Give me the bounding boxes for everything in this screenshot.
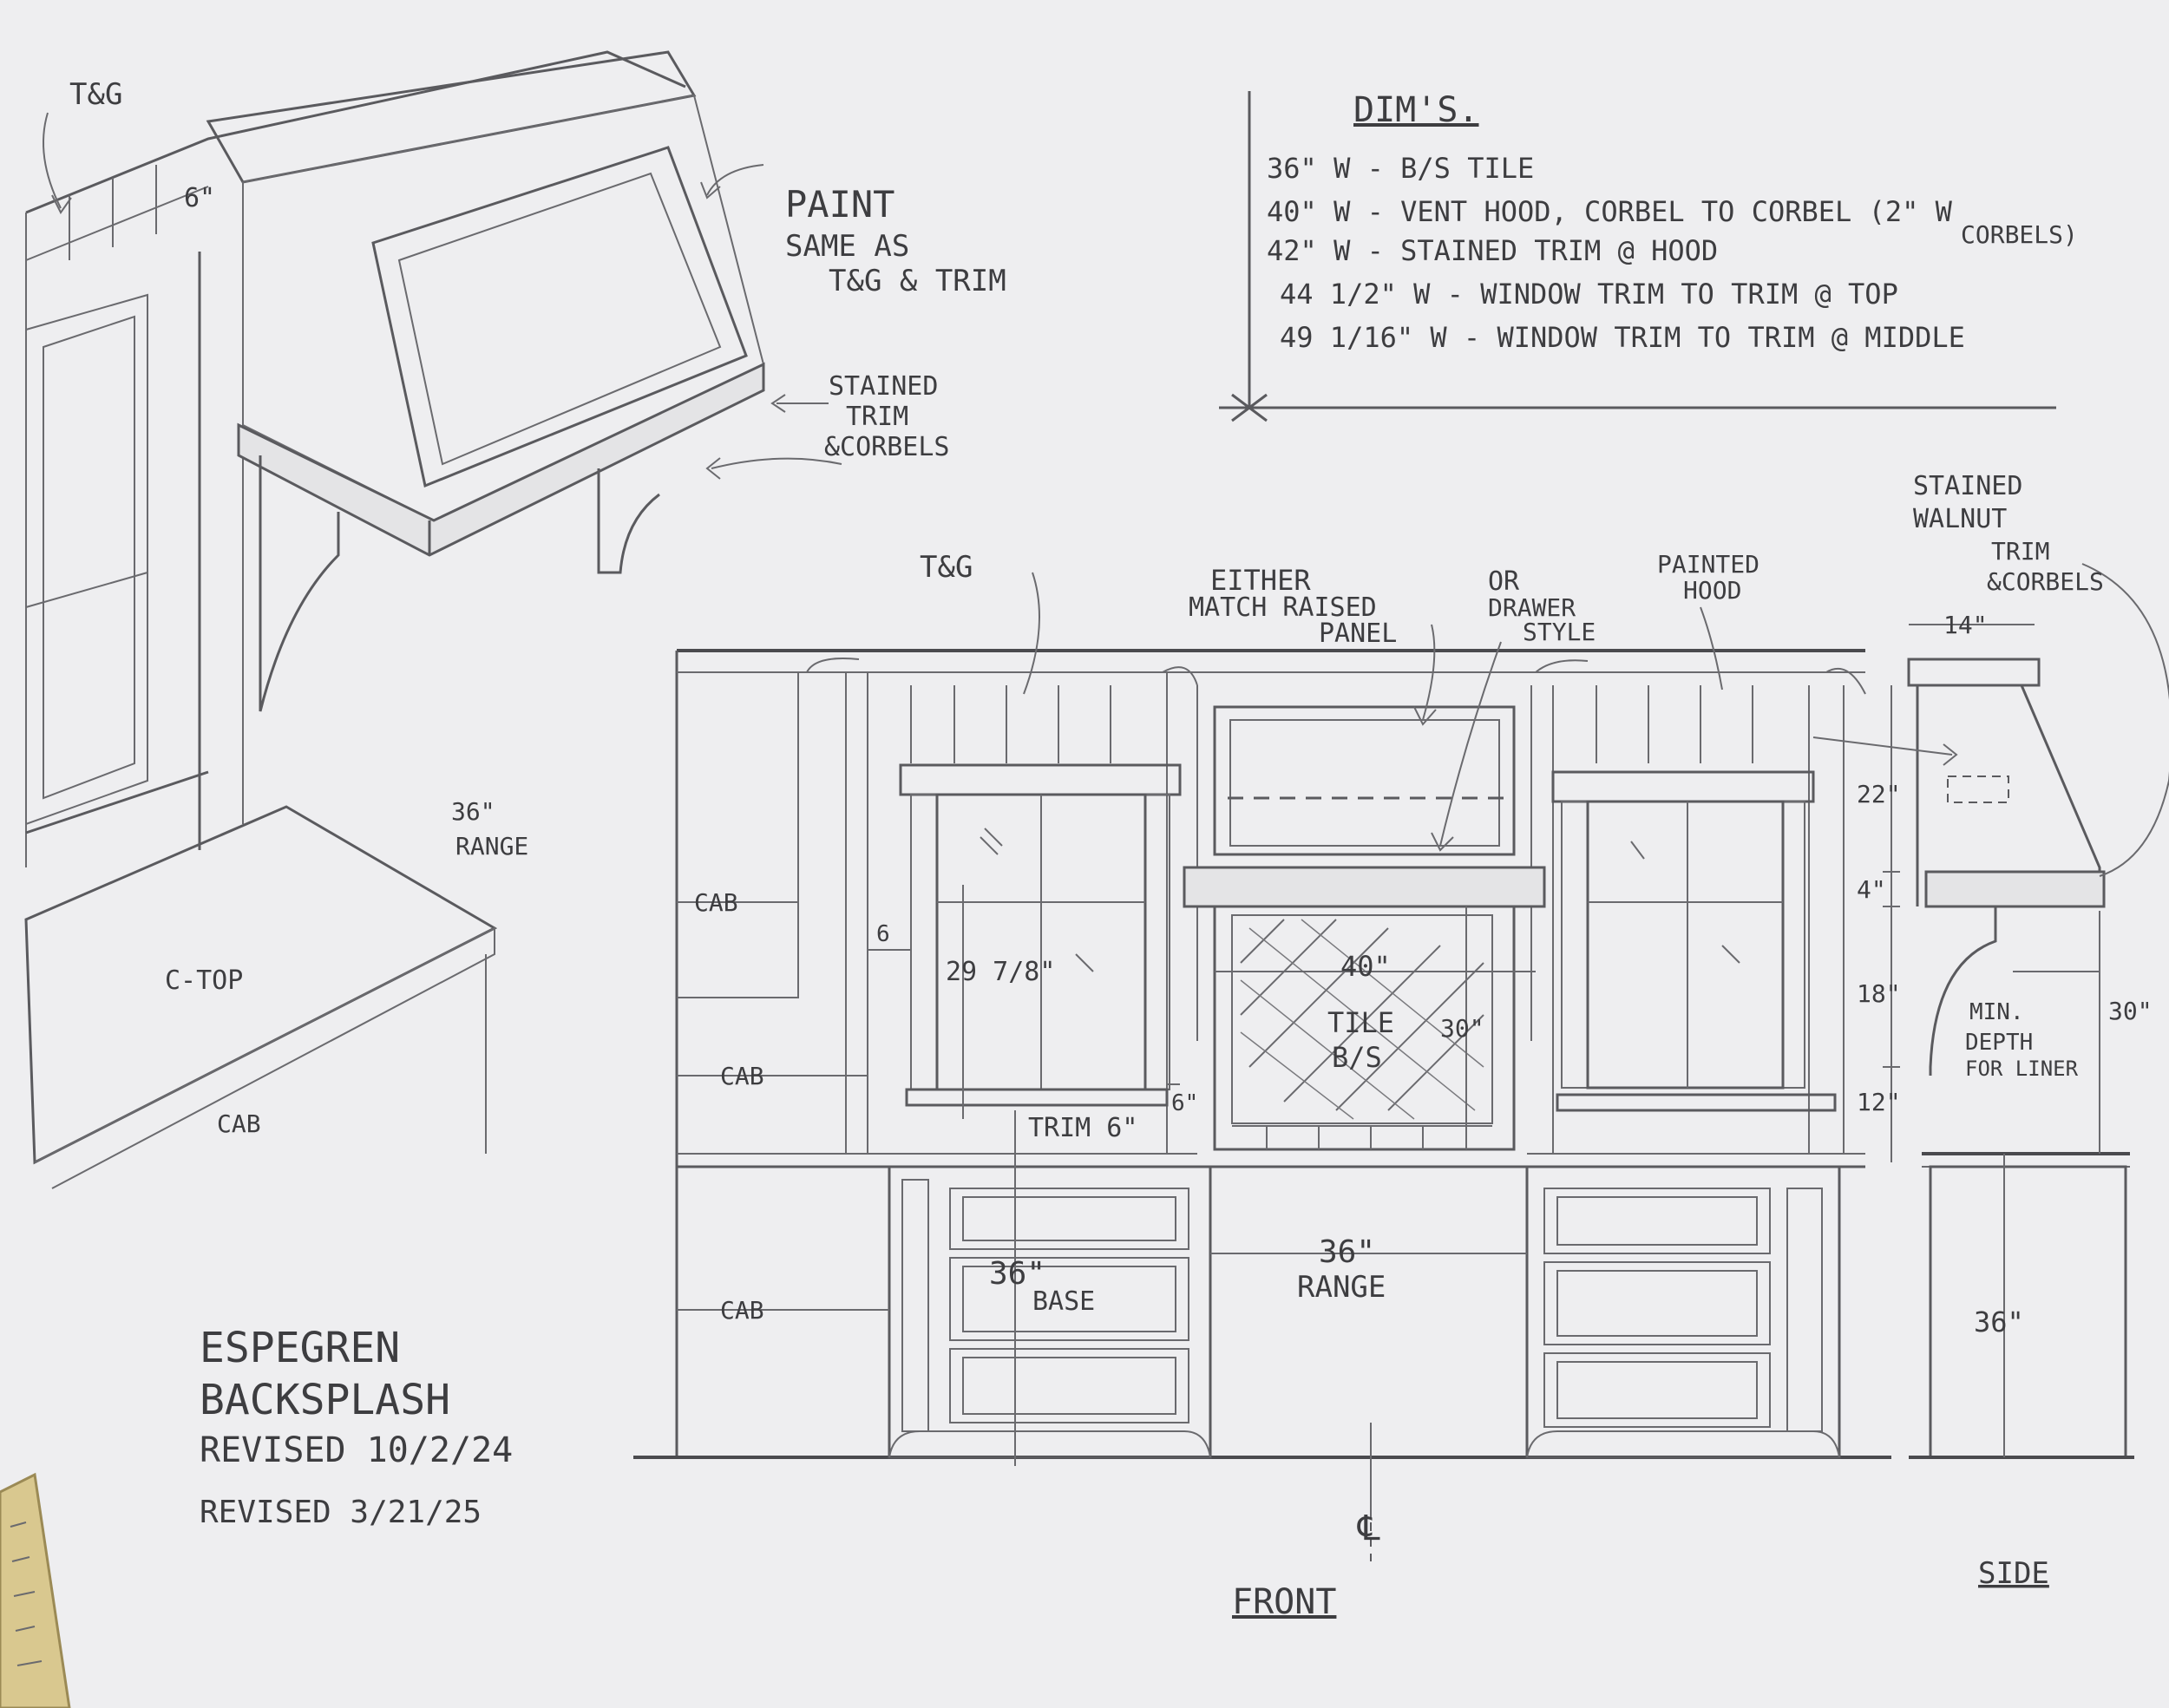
dims-line-4: 42" W - STAINED TRIM @ HOOD xyxy=(1267,234,1718,267)
title-block: ESPEGREN BACKSPLASH REVISED 10/2/24 REVI… xyxy=(200,1324,513,1530)
perspective-paint-line2: SAME AS xyxy=(785,229,909,264)
front-window-height: 29 7/8" xyxy=(946,957,1055,987)
side-stained-line1: STAINED xyxy=(1913,471,2022,501)
dims-line-3: CORBELS) xyxy=(1961,220,2078,249)
front-either-line1: EITHER xyxy=(1210,564,1311,597)
perspective-ctop-label: C-TOP xyxy=(165,965,243,996)
front-range-line2: RANGE xyxy=(1297,1270,1386,1305)
perspective-tg-label: T&G xyxy=(69,77,122,112)
title-line-3: REVISED 10/2/24 xyxy=(200,1430,513,1470)
front-base-line1: 36" xyxy=(989,1256,1045,1292)
front-or-line2: DRAWER xyxy=(1488,593,1576,622)
front-centerline-symbol: ℄ xyxy=(1357,1508,1380,1548)
front-cab-label-2: CAB xyxy=(720,1062,764,1090)
front-cab-label-1: CAB xyxy=(694,888,738,917)
front-height-30: 30" xyxy=(1440,1014,1484,1043)
title-line-2: BACKSPLASH xyxy=(200,1376,450,1424)
perspective-six-label: 6" xyxy=(184,183,215,213)
side-height-18: 18" xyxy=(1857,979,1901,1008)
side-width-14: 14" xyxy=(1943,611,1988,639)
perspective-sketch: T&G 6" PAINT SAME AS T&G & TRIM STAINED … xyxy=(24,50,1006,1189)
perspective-paint-line3: T&G & TRIM xyxy=(829,264,1006,298)
front-or-line3: STYLE xyxy=(1523,618,1596,646)
perspective-stained-line1: STAINED xyxy=(829,371,938,402)
side-view-label: SIDE xyxy=(1978,1556,2049,1591)
front-width-40: 40" xyxy=(1340,950,1391,983)
side-stained-line3: TRIM xyxy=(1991,537,2049,566)
side-height-22: 22" xyxy=(1857,780,1901,808)
dimensions-notes: DIM'S. 36" W - B/S TILE 40" W - VENT HOO… xyxy=(1219,90,2078,422)
dims-line-6: 49 1/16" W - WINDOW TRIM TO TRIM @ MIDDL… xyxy=(1280,321,1965,354)
front-tg-label: T&G xyxy=(920,550,973,585)
perspective-range-line1: 36" xyxy=(451,797,495,826)
front-base-line2: BASE xyxy=(1032,1286,1095,1317)
perspective-paint-line1: PAINT xyxy=(785,183,894,226)
side-elevation: STAINED WALNUT TRIM &CORBELS 14" 22" 4" … xyxy=(1812,471,2169,1591)
front-tile-line2: B/S xyxy=(1332,1041,1382,1074)
front-six-a: 6 xyxy=(876,921,890,947)
side-min-line3: FOR LINER xyxy=(1965,1057,2079,1081)
dims-line-2: 40" W - VENT HOOD, CORBEL TO CORBEL (2" … xyxy=(1267,195,1953,228)
front-trim-label: TRIM 6" xyxy=(1028,1113,1137,1143)
front-painted-line1: PAINTED xyxy=(1657,550,1759,579)
front-six-b: 6" xyxy=(1171,1090,1198,1116)
side-height-4: 4" xyxy=(1857,875,1886,904)
front-range-line1: 36" xyxy=(1319,1234,1375,1270)
side-height-36: 36" xyxy=(1974,1306,2024,1338)
side-min-line2: DEPTH xyxy=(1965,1030,2033,1056)
title-line-1: ESPEGREN xyxy=(200,1324,400,1372)
perspective-stained-line3: &CORBELS xyxy=(824,432,950,462)
front-either-line3: PANEL xyxy=(1319,618,1397,649)
dims-title: DIM'S. xyxy=(1353,90,1479,130)
ruler xyxy=(0,1472,71,1708)
front-cab-label-3: CAB xyxy=(720,1296,764,1325)
front-elevation: T&G EITHER MATCH RAISED PANEL OR DRAWER … xyxy=(633,550,1891,1622)
side-height-30: 30" xyxy=(2108,997,2153,1025)
perspective-stained-line2: TRIM xyxy=(846,402,908,432)
front-either-line2: MATCH RAISED xyxy=(1189,592,1377,623)
title-line-4: REVISED 3/21/25 xyxy=(200,1495,482,1530)
perspective-range-line2: RANGE xyxy=(455,832,528,861)
front-painted-line2: HOOD xyxy=(1683,576,1741,605)
perspective-cab-label: CAB xyxy=(217,1109,261,1138)
dims-line-5: 44 1/2" W - WINDOW TRIM TO TRIM @ TOP xyxy=(1280,278,1898,311)
dims-line-1: 36" W - B/S TILE xyxy=(1267,152,1534,185)
front-or-line1: OR xyxy=(1488,566,1520,597)
front-tile-line1: TILE xyxy=(1327,1006,1394,1039)
side-stained-line2: WALNUT xyxy=(1913,504,2007,534)
front-view-label: FRONT xyxy=(1232,1582,1336,1622)
side-min-line1: MIN. xyxy=(1969,999,2024,1025)
side-height-12: 12" xyxy=(1857,1088,1901,1116)
side-stained-line4: &CORBELS xyxy=(1987,567,2104,596)
